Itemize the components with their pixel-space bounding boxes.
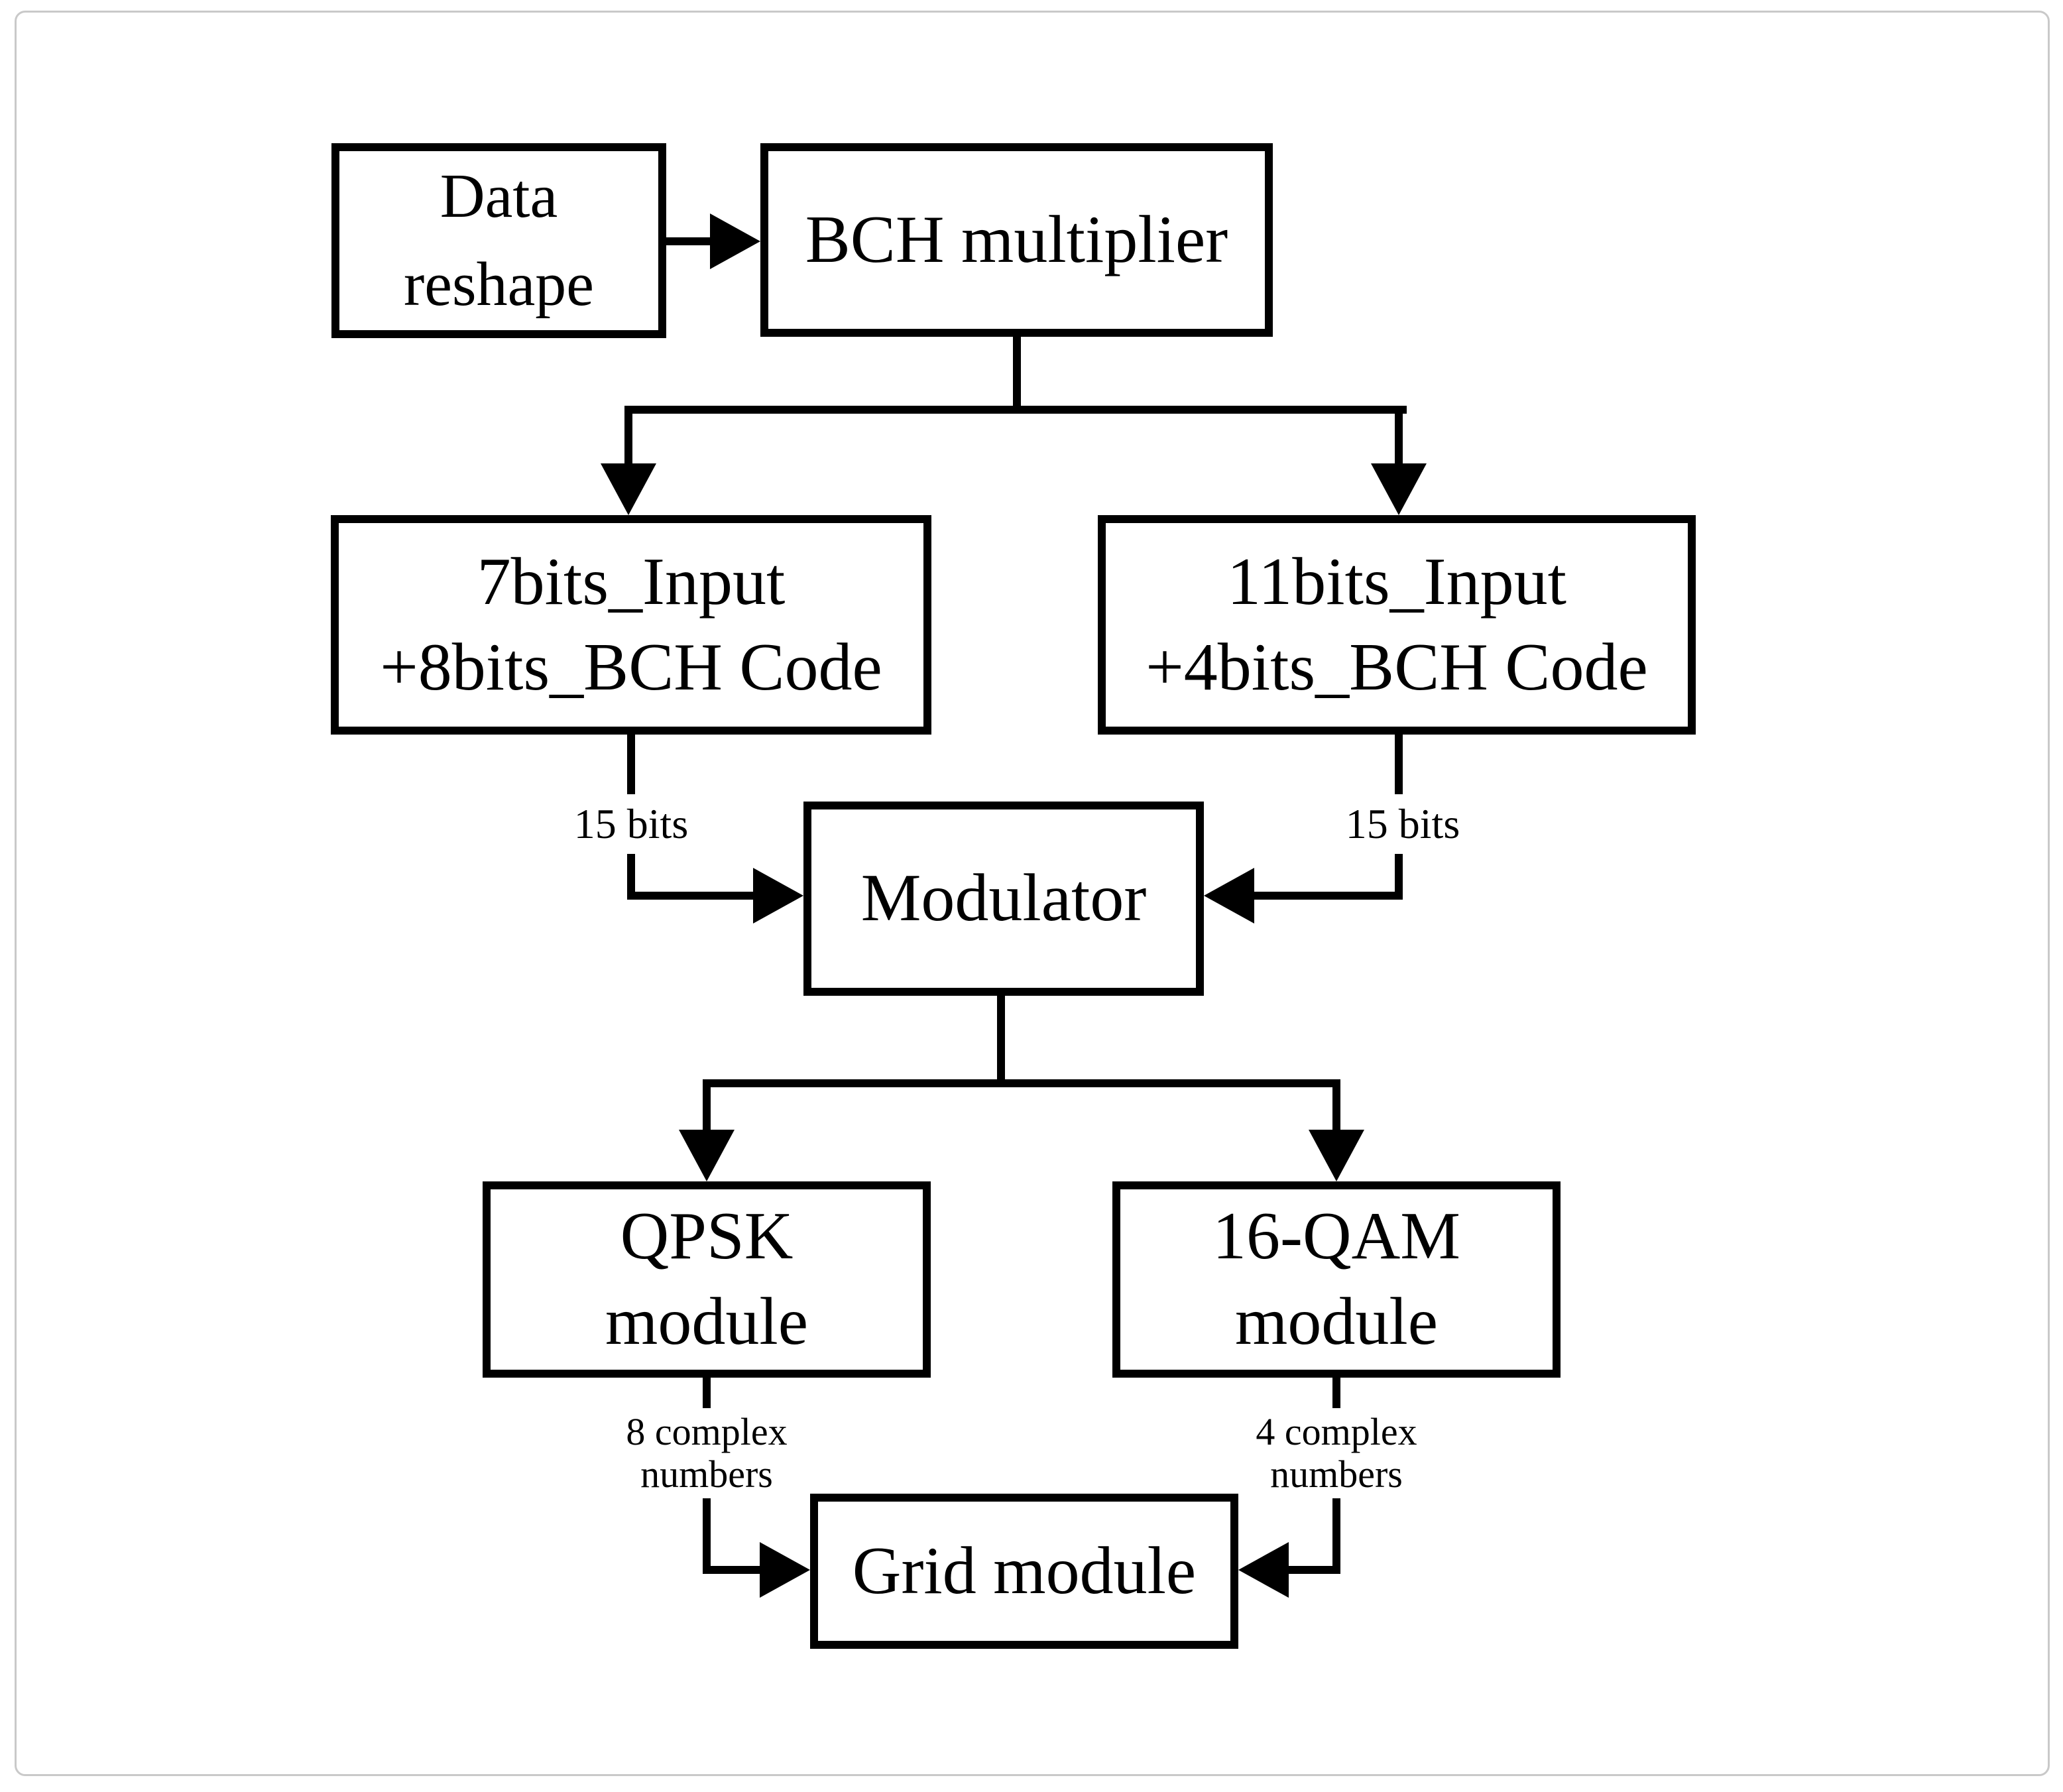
connector-16qam-to-grid xyxy=(1282,1566,1340,1574)
node-7bits-input: 7bits_Input +8bits_BCH Code xyxy=(331,515,931,735)
node-qpsk-module-line-1: QPSK xyxy=(620,1199,794,1274)
node-11bits-input-line-2: +4bits_BCH Code xyxy=(1146,629,1648,705)
connector-split-to-7bits xyxy=(624,406,632,469)
node-16qam-module-line-2: module xyxy=(1235,1284,1438,1359)
connector-split-to-11bits xyxy=(1395,406,1403,469)
node-11bits-input: 11bits_Input +4bits_BCH Code xyxy=(1098,515,1696,735)
edge-label-4-complex-line-2: numbers xyxy=(1270,1452,1403,1496)
node-7bits-input-line-2: +8bits_BCH Code xyxy=(380,629,882,705)
node-qpsk-module: QPSK module xyxy=(483,1181,931,1378)
node-bch-multiplier-line-1: BCH multiplier xyxy=(805,202,1228,277)
edge-label-15bits-right: 15 bits xyxy=(1334,794,1471,854)
connector-split2-to-qpsk xyxy=(703,1079,711,1135)
arrowhead-into-grid-right xyxy=(1238,1542,1289,1598)
node-data-reshape-line-1: Data xyxy=(440,161,558,231)
arrowhead-into-modulator-right xyxy=(1204,868,1254,924)
node-7bits-input-line-1: 7bits_Input xyxy=(477,544,786,619)
arrowhead-into-11bits xyxy=(1371,463,1427,515)
canvas-border xyxy=(15,11,2050,1776)
node-11bits-input-line-1: 11bits_Input xyxy=(1227,544,1566,619)
node-grid-module: Grid module xyxy=(810,1494,1238,1649)
edge-label-8-complex-numbers: 8 complex numbers xyxy=(618,1408,796,1498)
node-16qam-module: 16-QAM module xyxy=(1112,1181,1561,1378)
edge-label-15bits-left: 15 bits xyxy=(563,794,699,854)
arrowhead-into-7bits xyxy=(601,463,656,515)
node-modulator-line-1: Modulator xyxy=(860,861,1147,936)
arrowhead-into-qpsk xyxy=(679,1130,735,1181)
node-data-reshape-line-2: reshape xyxy=(403,250,595,319)
edge-label-4-complex-numbers: 4 complex numbers xyxy=(1248,1408,1425,1498)
arrowhead-into-modulator-left xyxy=(753,868,803,924)
edge-label-8-complex-line-2: numbers xyxy=(640,1452,773,1496)
arrowhead-into-grid-left xyxy=(760,1542,810,1598)
connector-11bits-to-modulator xyxy=(1253,892,1399,900)
node-qpsk-module-line-2: module xyxy=(605,1284,808,1359)
node-16qam-module-line-1: 16-QAM xyxy=(1212,1199,1460,1274)
node-grid-module-line-1: Grid module xyxy=(852,1533,1197,1608)
connector-datareshape-to-bch xyxy=(666,237,714,245)
node-modulator: Modulator xyxy=(803,802,1204,996)
edge-label-8-complex-line-1: 8 complex xyxy=(626,1410,788,1453)
connector-split-bottom xyxy=(703,1079,1340,1087)
arrowhead-into-bch xyxy=(710,213,760,269)
edge-label-4-complex-line-1: 4 complex xyxy=(1256,1410,1417,1453)
node-bch-multiplier: BCH multiplier xyxy=(760,143,1273,337)
connector-bch-down xyxy=(1013,337,1021,414)
connector-7bits-to-modulator xyxy=(627,892,757,900)
connector-qpsk-to-grid xyxy=(703,1566,764,1574)
arrowhead-into-16qam xyxy=(1309,1130,1364,1181)
connector-split2-to-16qam xyxy=(1332,1079,1340,1135)
connector-modulator-down xyxy=(997,996,1005,1087)
node-data-reshape: Data reshape xyxy=(331,143,666,338)
connector-split-top xyxy=(624,406,1407,414)
